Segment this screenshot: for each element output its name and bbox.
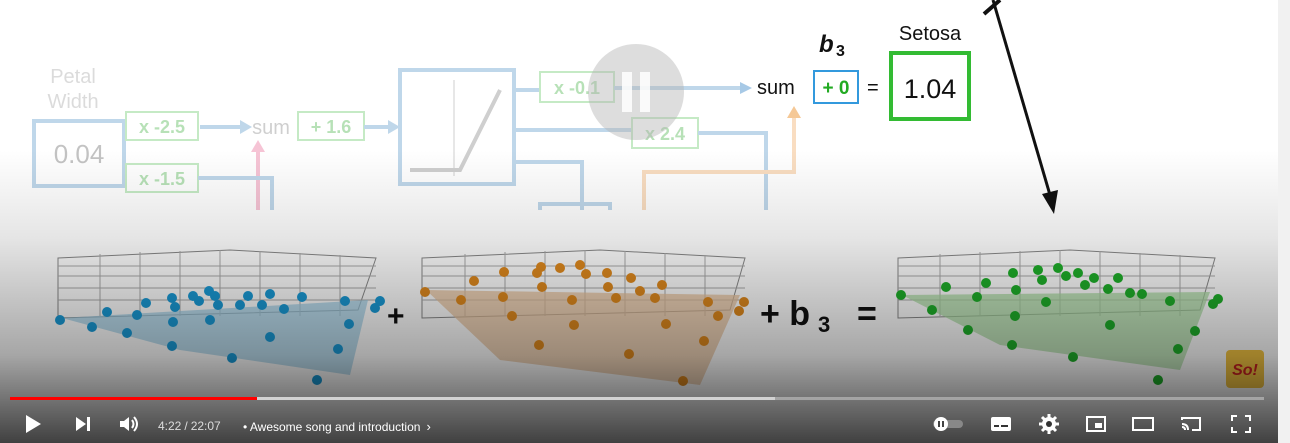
output-bias-value: + 0 [823, 78, 850, 99]
plot-orange [420, 249, 749, 386]
next-icon [74, 415, 92, 433]
time-separator: / [184, 419, 188, 433]
output-bias-box [813, 70, 859, 104]
plus-sign: + [387, 300, 405, 333]
plus-b-label: + b [760, 295, 810, 333]
center-pause-overlay[interactable] [588, 44, 684, 140]
settings-gear-icon [1039, 414, 1059, 434]
chapter-title-button[interactable]: • Awesome song and introduction › [243, 419, 431, 434]
output-equals: = [867, 77, 879, 99]
cast-icon [1180, 415, 1202, 433]
equals-big: = [857, 295, 877, 333]
fullscreen-button[interactable] [1228, 411, 1254, 437]
control-bar: 4:22/22:07 • Awesome song and introducti… [0, 405, 1278, 443]
weight3-box [539, 71, 615, 103]
miniplayer-icon [1085, 415, 1107, 433]
weight2-label: x -1.5 [139, 169, 185, 189]
cast-button[interactable] [1178, 411, 1204, 437]
hidden-sum-label: sum [252, 117, 290, 139]
play-button[interactable] [20, 411, 46, 437]
input-label-line1: Petal [50, 66, 96, 88]
chapter-title: Awesome song and introduction [249, 420, 421, 434]
weight3-label: x -0.1 [554, 78, 600, 98]
output-bias-symbol: b [819, 31, 834, 58]
input-label-line2: Width [47, 91, 98, 113]
output-class-label: Setosa [899, 23, 962, 45]
chapter-bullet: • [243, 420, 248, 434]
mute-button[interactable] [117, 411, 143, 437]
progress-buffered [10, 397, 775, 400]
play-icon [24, 414, 42, 434]
progress-bar[interactable] [10, 397, 1264, 400]
svg-text:So!: So! [1232, 362, 1258, 379]
autoplay-toggle-icon [931, 416, 965, 432]
autoplay-toggle[interactable] [930, 411, 966, 437]
progress-played [10, 397, 258, 400]
settings-button[interactable] [1036, 411, 1062, 437]
time-display: 4:22/22:07 [158, 419, 221, 433]
subtitles-button[interactable] [988, 411, 1014, 437]
weight1-box [125, 111, 199, 141]
output-sum-label: sum [757, 77, 795, 99]
weight1-label: x -2.5 [139, 117, 185, 137]
plot-green [896, 249, 1223, 385]
weight4-label: x 2.4 [645, 124, 685, 144]
input-value: 0.04 [54, 139, 105, 169]
activation-box [398, 68, 516, 186]
time-total: 22:07 [190, 419, 221, 433]
output-value: 1.04 [904, 74, 957, 104]
volume-icon [119, 415, 141, 433]
time-current: 4:22 [158, 419, 182, 433]
bias1-box [297, 111, 365, 141]
theater-mode-button[interactable] [1130, 411, 1156, 437]
chevron-right-icon: › [426, 419, 431, 434]
fullscreen-icon [1231, 415, 1251, 433]
subtitles-icon [990, 415, 1012, 433]
output-bias-subscript: 3 [836, 43, 845, 60]
channel-watermark-logo[interactable]: So! [1226, 350, 1264, 388]
theater-mode-icon [1131, 415, 1155, 433]
weight4-box [631, 117, 699, 149]
bias1-label: + 1.6 [311, 117, 352, 137]
page-scrollbar[interactable] [1278, 0, 1290, 443]
miniplayer-button[interactable] [1083, 411, 1109, 437]
plot-blue [55, 249, 385, 385]
next-button[interactable] [70, 411, 96, 437]
plus-b-subscript: 3 [818, 312, 830, 337]
output-value-box [889, 51, 971, 121]
